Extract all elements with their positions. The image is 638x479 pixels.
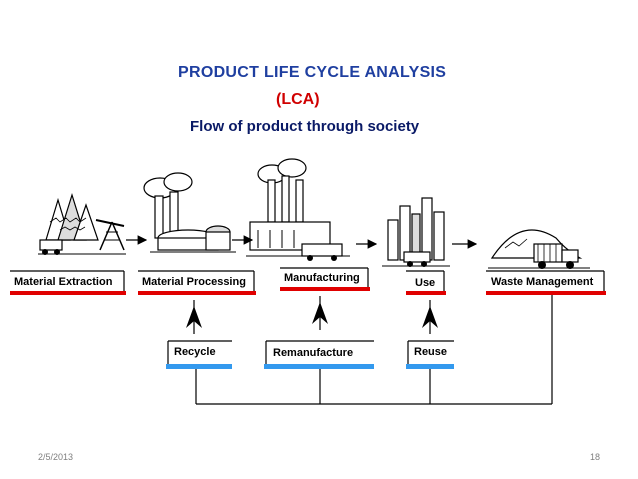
diagram-title: PRODUCT LIFE CYCLE ANALYSIS	[178, 64, 447, 81]
loop-label-remanufacture: Remanufacture	[273, 347, 354, 359]
stage-label-material-extraction: Material Extraction	[14, 276, 113, 288]
loop-label-recycle: Recycle	[174, 346, 216, 358]
stage-label-waste-management: Waste Management	[491, 276, 594, 288]
waste-management-icon	[488, 229, 590, 269]
footer-page-number: 18	[590, 452, 601, 462]
stage-label-manufacturing: Manufacturing	[284, 272, 360, 284]
stage-label-material-processing: Material Processing	[142, 276, 246, 288]
feedback-arrowheads	[186, 296, 438, 334]
stage-label-use: Use	[415, 277, 436, 289]
processing-icon	[143, 172, 236, 253]
manufacturing-icon	[246, 158, 350, 261]
return-lines	[195, 295, 553, 405]
diagram-subtitle: Flow of product through society	[190, 118, 420, 135]
extraction-icon	[38, 192, 126, 255]
stage-boxes	[10, 267, 606, 295]
footer-date: 2/5/2013	[38, 452, 74, 462]
use-icon	[382, 197, 450, 267]
loop-label-reuse: Reuse	[414, 346, 448, 358]
diagram-subtitle-abbr: (LCA)	[276, 91, 320, 108]
loop-boxes	[166, 340, 454, 369]
flow-arrows	[126, 235, 478, 249]
